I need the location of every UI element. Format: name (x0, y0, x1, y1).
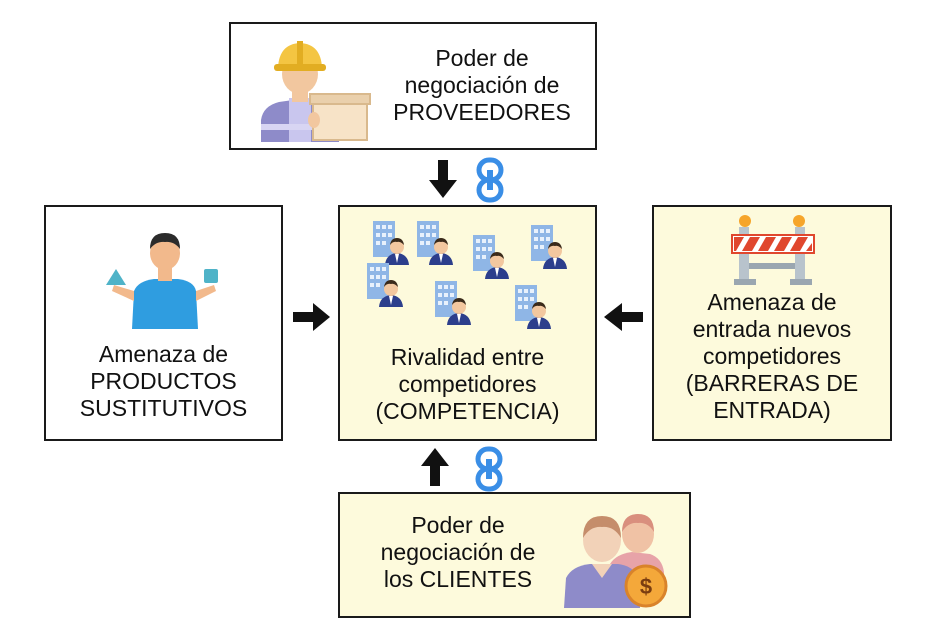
rivalry-label: Rivalidad entre competidores (COMPETENCI… (375, 344, 560, 424)
arrow-up-clients (421, 448, 449, 486)
link-icon-top (476, 157, 504, 203)
arrow-left-new-entrants (604, 303, 643, 331)
supplier-worker-icon (261, 41, 371, 142)
businessman-icon (373, 221, 409, 265)
roadblock-barrier-icon (731, 215, 815, 285)
suppliers-label: Poder de negociación de PROVEEDORES (393, 45, 571, 125)
arrow-right-substitutes (293, 303, 330, 331)
clients-box: Poder de negociación de los CLIENTES $ (338, 492, 691, 618)
arrow-down-suppliers (429, 160, 457, 198)
customers-money-icon: $ (564, 514, 668, 608)
link-icon-bottom (475, 446, 503, 492)
new-entrants-label: Amenaza de entrada nuevos competidores (… (685, 289, 859, 423)
person-holding-shapes-icon (106, 233, 218, 329)
clients-label: Poder de negociación de los CLIENTES (380, 512, 536, 592)
new-entrants-box: Amenaza de entrada nuevos competidores (… (652, 205, 892, 441)
substitutes-box: Amenaza de PRODUCTOS SUSTITUTIVOS (44, 205, 283, 441)
rivalry-box: Rivalidad entre competidores (COMPETENCI… (338, 205, 597, 441)
competing-businessmen-icon (367, 221, 567, 329)
suppliers-box: Poder de negociación de PROVEEDORES (229, 22, 597, 150)
substitutes-label: Amenaza de PRODUCTOS SUSTITUTIVOS (79, 341, 248, 421)
svg-text:$: $ (640, 574, 652, 599)
